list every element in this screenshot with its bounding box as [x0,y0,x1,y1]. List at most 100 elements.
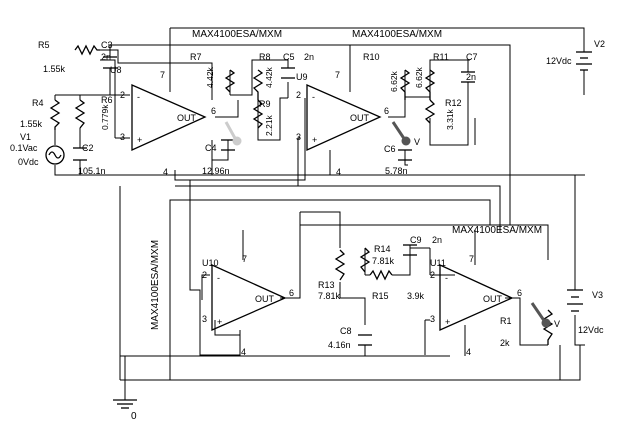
c3-value: 2n [101,52,111,62]
c8-name: C8 [340,326,352,336]
probe-u11-v-label: V [554,319,560,329]
r9-value: 2.21k [264,114,274,136]
r8-symbol [252,69,264,100]
c6-value: 5.78n [385,166,408,176]
r4-value: 1.55k [20,119,43,129]
r12-value: 3.31k [445,108,455,130]
opamp-u9: U9 OUT 2 3 4 6 7 - + [296,70,389,177]
u9-part-number: MAX4100ESA/MXM [352,29,442,40]
c5-symbol [281,67,295,79]
r10-symbol [399,69,411,100]
u9-out: OUT [350,113,370,123]
c5-value: 2n [304,52,314,62]
r14-symbol [359,247,371,273]
r15-symbol [369,269,393,281]
u10-name: U10 [202,258,219,268]
u8-pin2: 2 [120,90,125,100]
r1-name: R1 [500,316,512,326]
r13-symbol [334,249,346,281]
r11-name: R11 [433,52,449,62]
u9-minus: - [312,92,315,102]
c2-value: 105.1n [78,166,106,176]
u9-pin4: 4 [336,167,341,177]
u9-name: U9 [296,72,308,82]
ground-icon [113,399,137,409]
r6-value: 0.779k [100,104,110,130]
r14-value: 7.81k [372,256,395,266]
c2-symbol [73,147,87,161]
r12-symbol [424,99,436,124]
v1-source [45,145,65,165]
v3-name: V3 [592,290,603,300]
c3-symbol [103,45,117,95]
r9-name: R9 [259,99,271,109]
c9-name: C9 [410,235,422,245]
r11-symbol [424,69,436,100]
u8-minus: - [137,92,140,102]
u8-pin3: 3 [120,132,125,142]
r8-value: 4.42k [264,66,274,88]
u11-part-number: MAX4100ESA/MXM [452,225,542,236]
u9-pin7: 7 [335,70,340,80]
v1-dc: 0Vdc [18,157,39,167]
u10-part-number: MAX4100ESA/MXM [150,240,161,330]
c6-name: C6 [384,144,396,154]
c9-symbol [403,244,417,256]
u10-pin3: 3 [202,314,207,324]
u9-pin6: 6 [384,106,389,116]
probe-u11-output[interactable] [530,302,551,328]
r7-symbol [224,69,236,93]
probe-u9-output[interactable] [391,121,411,146]
r6-name: R6 [101,95,113,105]
probe-u8-output[interactable] [224,121,242,146]
r13-name: R13 [318,280,335,290]
c8-symbol [358,334,372,346]
r7-value: 4.42k [205,66,215,88]
r6-symbol [74,99,86,129]
u10-out: OUT [255,294,275,304]
v3-battery [567,289,583,312]
c4-name: C4 [205,143,217,153]
u10-pin7: 7 [242,254,247,264]
u11-minus: - [445,273,448,283]
capacitor-symbols [73,45,475,346]
v1-name: V1 [20,132,31,142]
u8-part-number: MAX4100ESA/MXM [192,29,282,40]
c7-value: 2n [466,72,476,82]
u8-pin6: 6 [211,106,216,116]
c9-value: 2n [432,235,442,245]
v3-value: 12Vdc [578,325,604,335]
wires [54,27,585,400]
u9-pin3: 3 [296,132,301,142]
c7-name: C7 [466,52,478,62]
u10-pin6: 6 [289,288,294,298]
u10-pin4: 4 [241,347,246,357]
u11-name: U11 [430,258,446,268]
r11-value: 6.62k [414,66,424,88]
u11-pin4: 4 [466,347,471,357]
r14-name: R14 [374,244,391,254]
u10-pin2: 2 [202,270,207,280]
r4-symbol [49,99,61,130]
u11-pin6: 6 [517,288,522,298]
r1-symbol [542,309,554,345]
u11-plus: + [445,317,450,327]
c7-symbol [461,71,475,100]
probe-u9-v-label: V [414,137,420,147]
r5-value: 1.55k [43,64,66,74]
u9-plus: + [312,135,317,145]
v2-name: V2 [594,39,605,49]
r4-name: R4 [32,98,44,108]
u8-out: OUT [177,113,197,123]
r5-name: R5 [38,40,50,50]
v1-ac: 0.1Vac [10,143,38,153]
c4-value: 12.96n [202,166,230,176]
r15-value: 3.9k [407,291,425,301]
c3-name: C3 [101,40,113,50]
r12-name: R12 [445,98,462,108]
r5-symbol [74,44,100,56]
r1-value: 2k [500,338,510,348]
u8-pin7: 7 [160,70,165,80]
v2-battery [576,51,592,71]
